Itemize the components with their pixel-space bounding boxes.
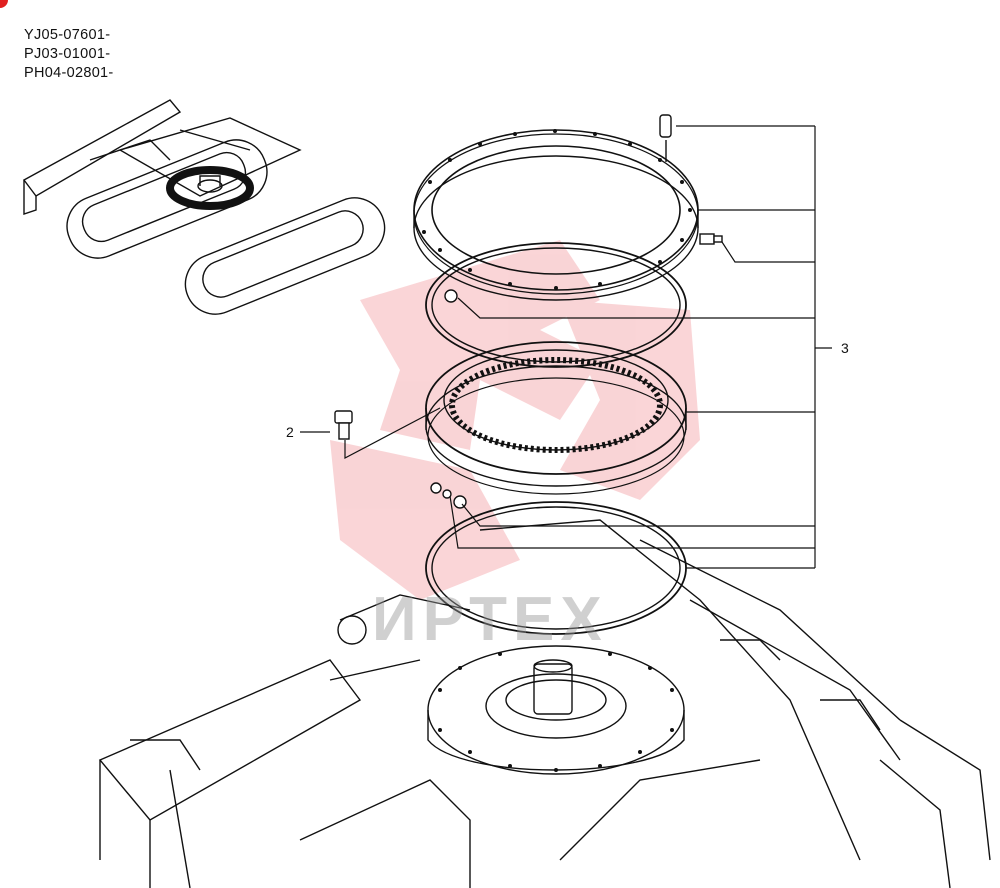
leader-lines [300, 125, 832, 569]
outer-ring-bolt-holes [422, 129, 692, 290]
grease-nipple-icons [430, 482, 467, 509]
bolt-icon [334, 410, 353, 440]
red-circle-icon [0, 0, 8, 8]
serial-number: PH04-02801- [24, 65, 114, 81]
watermark-text: ИРТЕХ [372, 585, 608, 654]
dowel-pin-icon [659, 114, 672, 162]
inner-gear-ring [425, 341, 687, 495]
callout-bolt: 2 [286, 424, 294, 440]
plug-icon [444, 289, 458, 303]
callout-bearing-assembly: 3 [841, 340, 849, 356]
seal-ring [425, 242, 687, 368]
watermark-logo [330, 240, 700, 600]
swing-base-frame [98, 519, 991, 888]
base-bolt-holes [438, 652, 674, 772]
serial-number-list: YJ05-07601- PJ03-01001- PH04-02801- [24, 26, 114, 83]
serial-number: PJ03-01001- [24, 46, 111, 62]
serial-number: YJ05-07601- [24, 27, 111, 43]
undercarriage-thumbnail [22, 99, 386, 315]
grease-fitting-icon [699, 233, 723, 245]
swing-bearing-highlight [166, 166, 254, 210]
